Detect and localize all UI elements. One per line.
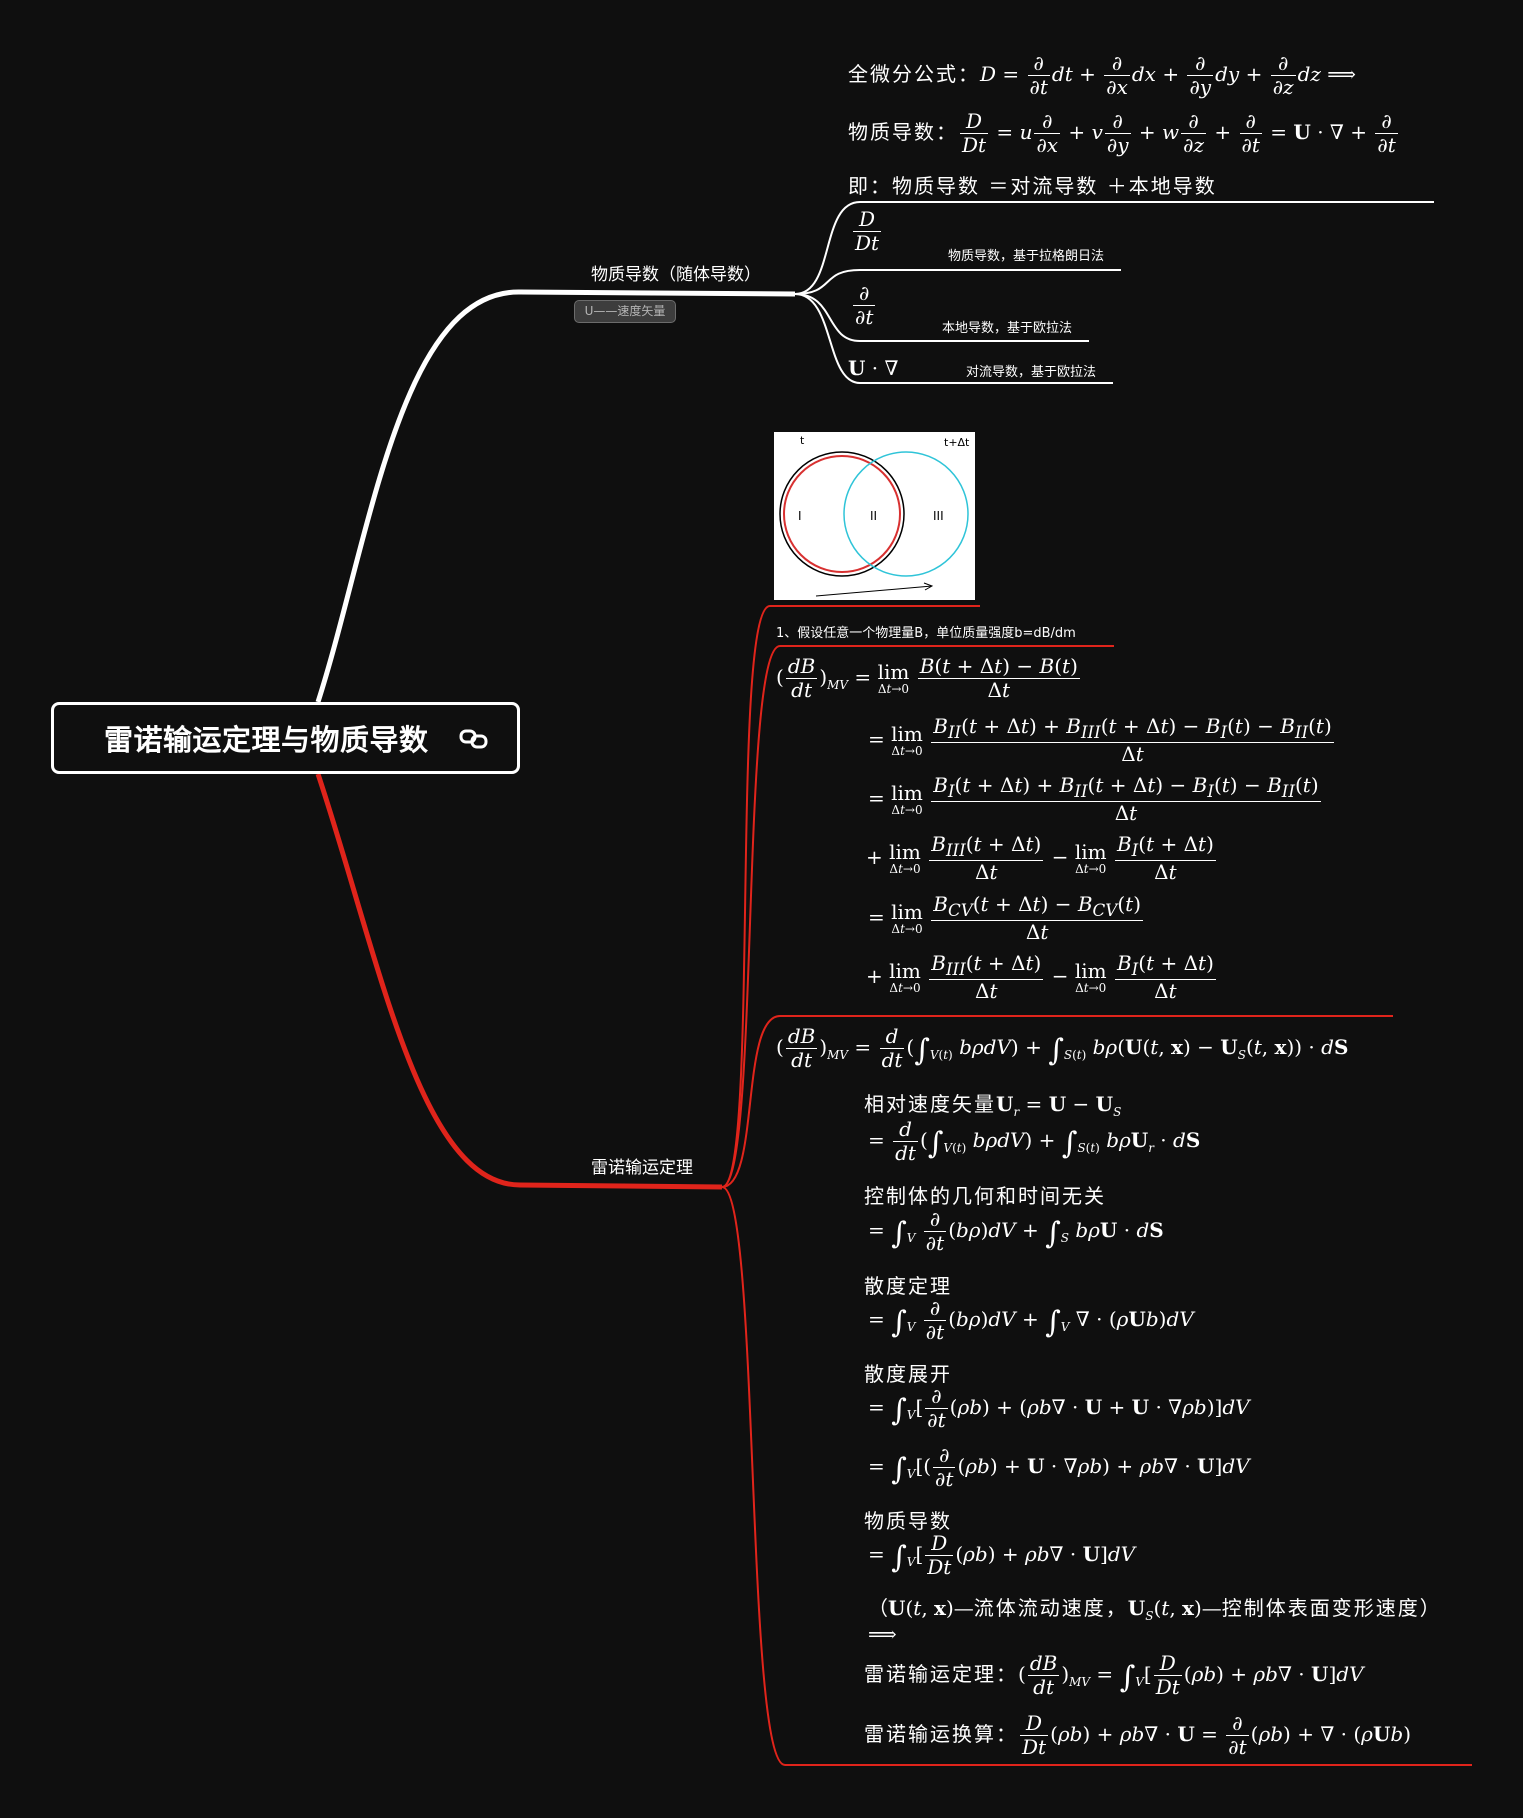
region-3: III [933, 509, 944, 523]
branch-material-derivative[interactable]: 物质导数（随体导数） [591, 265, 761, 285]
velocity-note-tag[interactable]: U——速度矢量 [574, 300, 676, 323]
rtt-note-expand: 散度展开 [864, 1362, 952, 1386]
child-convective[interactable]: 对流导数，基于欧拉法 [966, 365, 1097, 380]
local-symbol: ∂∂t [853, 281, 876, 329]
root-title: 雷诺输运定理与物质导数 [104, 723, 429, 757]
region-2: II [870, 509, 877, 523]
rtt-note-material: 物质导数 [864, 1509, 952, 1533]
rtt-step-5: = ∫V[∂∂t(ρb) + (ρb∇ · U + U · ∇ρb)]dV [868, 1384, 1250, 1432]
rtt-note-divergence: 散度定理 [864, 1274, 952, 1298]
t-label: t [800, 434, 805, 447]
t2-label: t+Δt [944, 436, 970, 449]
material-derivative-summary: 即：物质导数 ＝对流导数 ＋本地导数 [848, 174, 1217, 198]
convective-symbol: U · ∇ [848, 356, 899, 380]
child-local[interactable]: 本地导数，基于欧拉法 [942, 321, 1073, 336]
rtt-definitions: （U(t, x)—流体流动速度，US(t, x)—控制体表面变形速度） [868, 1596, 1442, 1623]
rtt-step-3: = ∫V ∂∂t(bρ)dV + ∫S bρU · dS [868, 1207, 1164, 1255]
root-topic[interactable]: 雷诺输运定理与物质导数 [51, 702, 520, 774]
assumption-text[interactable]: 1、假设任意一个物理量B，单位质量强度b=dB/dm [776, 626, 1076, 641]
rtt-step-6: = ∫V[(∂∂t(ρb) + U · ∇ρb) + ρb∇ · U]dV [868, 1443, 1250, 1491]
region-1: I [798, 509, 802, 523]
child-lagrangian[interactable]: 物质导数，基于拉格朗日法 [948, 249, 1105, 264]
implies-arrow: ⟹ [868, 1622, 897, 1646]
rtt-step-4: = ∫V ∂∂t(bρ)dV + ∫V ∇ · (ρUb)dV [868, 1296, 1194, 1344]
rtt-note-relative-velocity: 相对速度矢量Ur = U − US [864, 1092, 1122, 1119]
rtt-note-cv: 控制体的几何和时间无关 [864, 1184, 1106, 1208]
link-icon[interactable] [459, 727, 489, 751]
control-volume-diagram: t t+Δt I II III [774, 432, 975, 600]
branch-reynolds[interactable]: 雷诺输运定理 [591, 1158, 693, 1178]
